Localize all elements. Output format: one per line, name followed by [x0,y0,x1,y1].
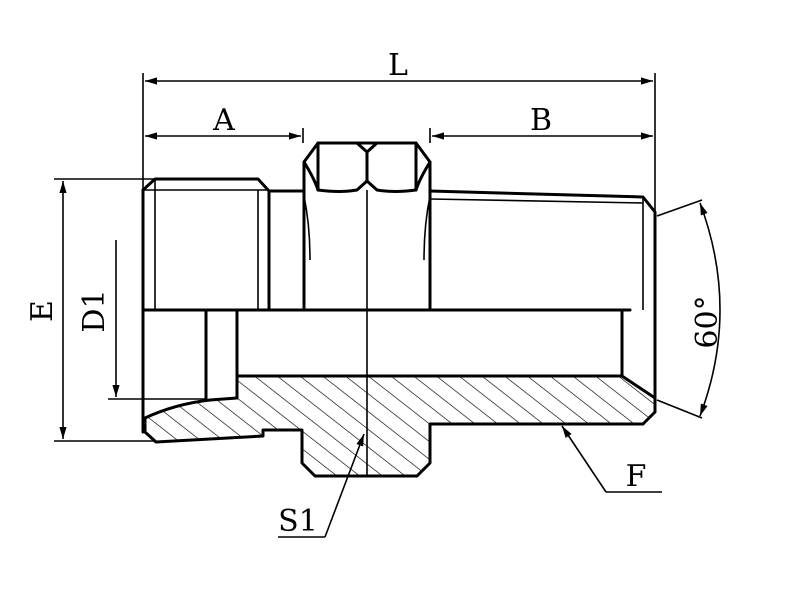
section-hatch [143,374,657,478]
label-L: L [388,48,408,83]
dim-A: A [145,103,304,143]
dim-D1: D1 [77,240,206,400]
dim-angle: 60° [656,199,725,419]
label-S1: S1 [278,504,318,539]
label-D1: D1 [77,289,112,332]
dim-B: B [429,103,653,143]
hex-body [302,141,432,312]
dim-L: L [142,48,656,212]
label-E: E [25,300,60,322]
label-F: F [626,459,647,494]
label-A: A [212,103,235,138]
dim-E: E [25,178,156,442]
callout-F: F [561,425,662,494]
callout-S1: S1 [278,433,365,539]
label-angle: 60° [690,295,725,348]
label-B: B [530,103,552,138]
right-thread [428,189,657,400]
left-thread [141,177,271,434]
